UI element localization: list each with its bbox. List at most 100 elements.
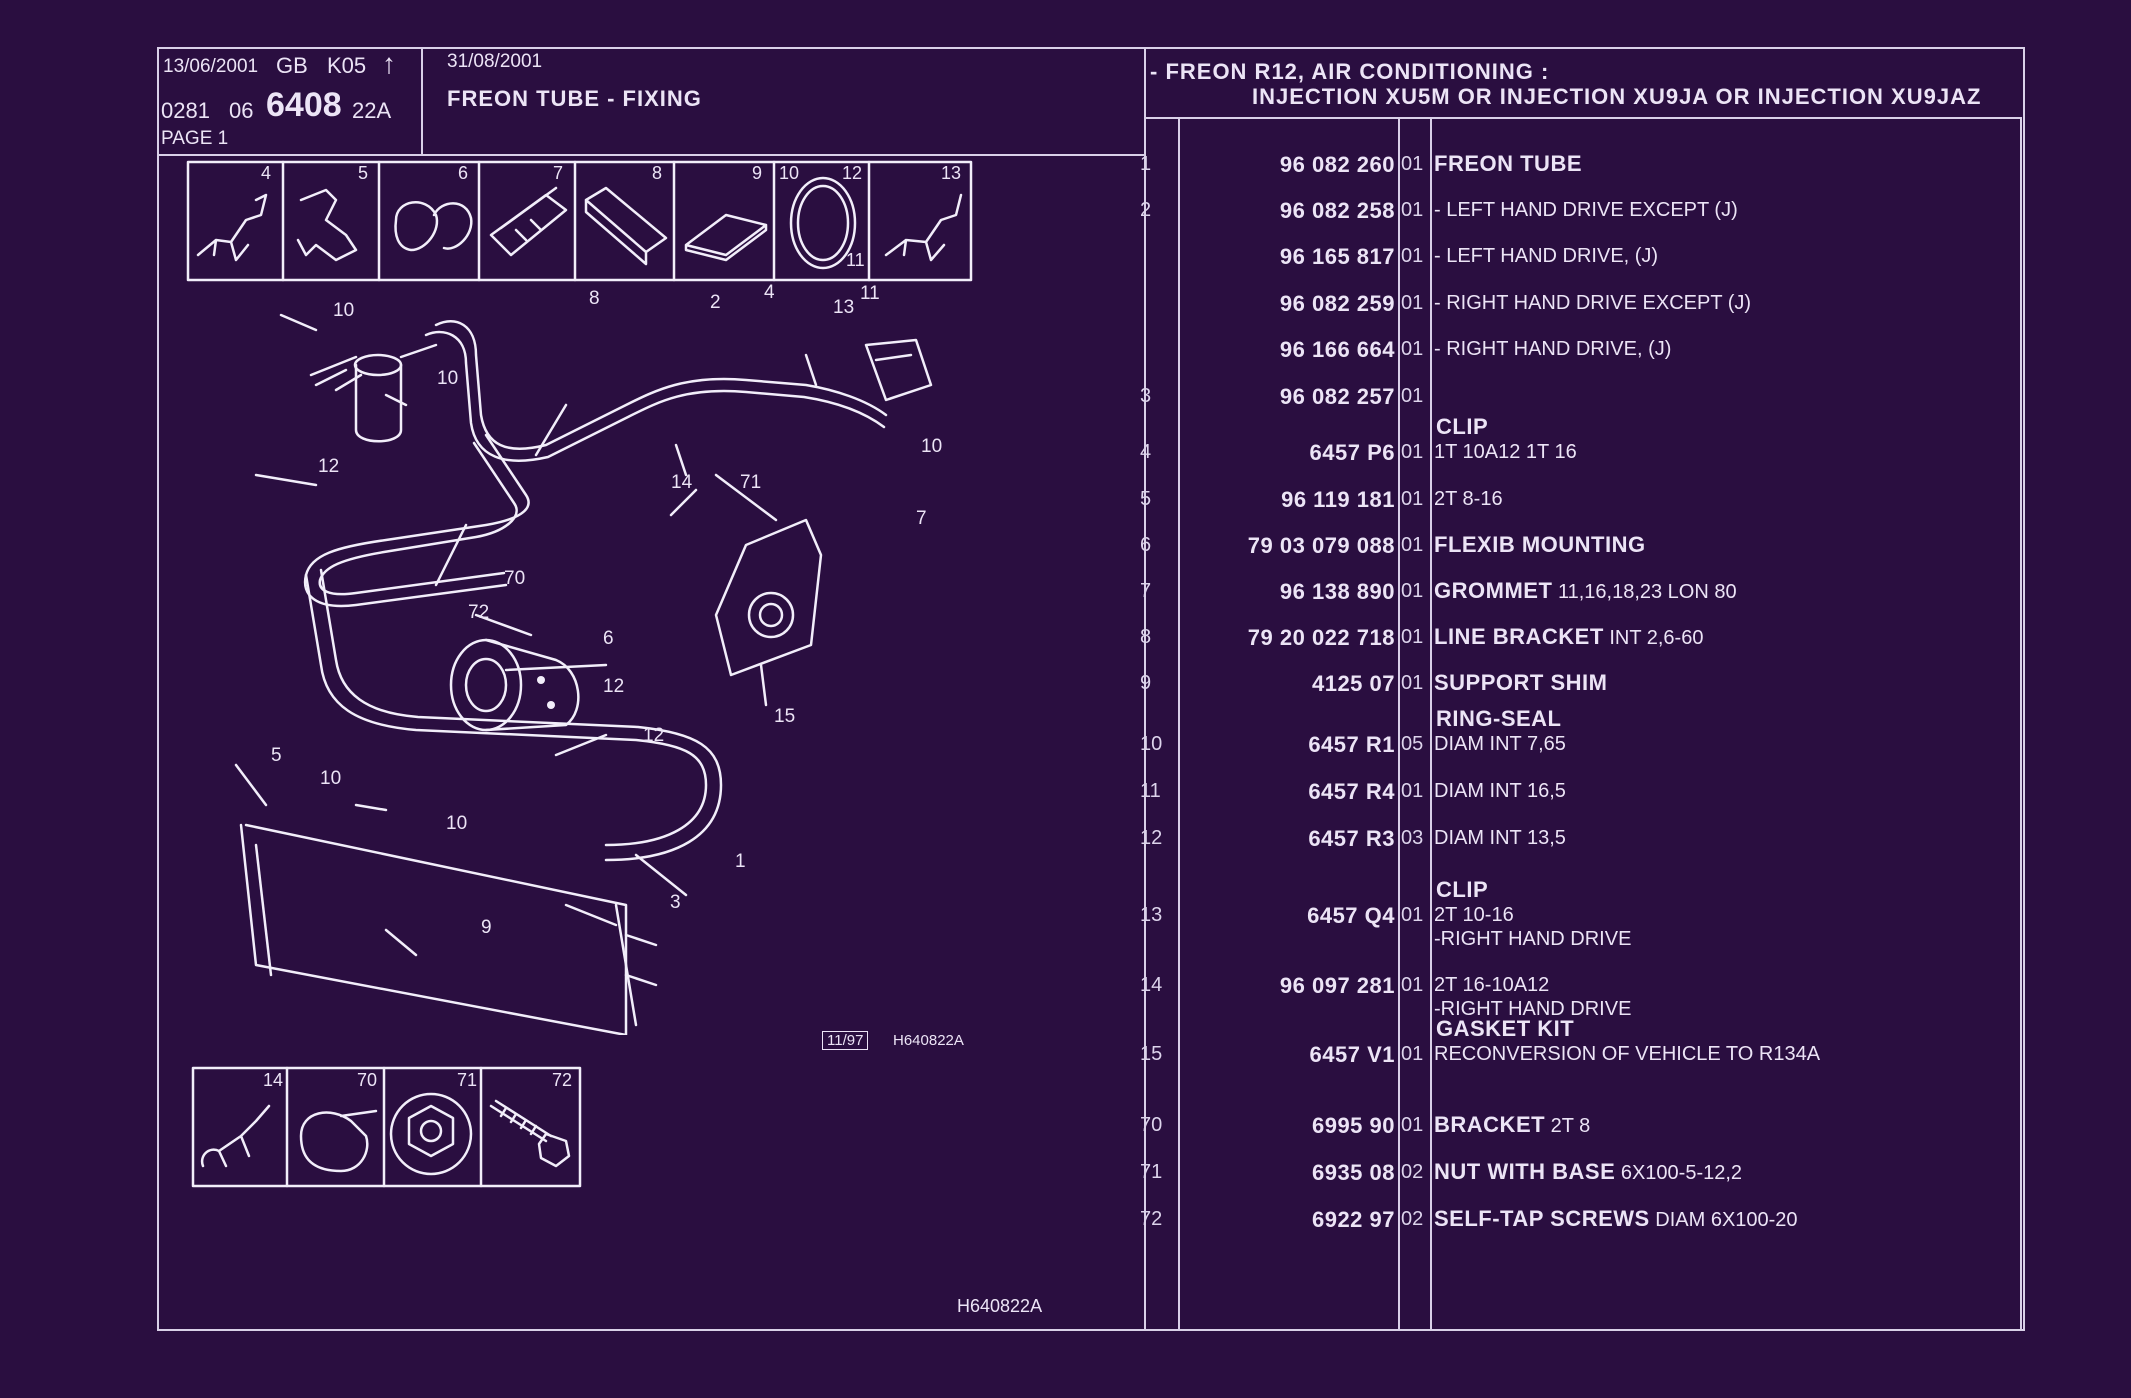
- header-page: PAGE 1: [161, 128, 229, 149]
- callout-12a: 12: [318, 456, 340, 477]
- part-reference: 4125 07: [1311, 671, 1395, 696]
- callout-8: 8: [589, 288, 600, 309]
- thumbnail-strip-top: [186, 160, 973, 282]
- part-quantity: 02: [1401, 1161, 1424, 1183]
- callout-1: 1: [735, 851, 746, 872]
- part-index: 11: [1140, 780, 1161, 802]
- callout-10a: 10: [333, 300, 355, 321]
- callout-10e: 10: [446, 813, 468, 834]
- part-detail: 6X100-5-12,2: [1615, 1162, 1743, 1184]
- thumb-label-11: 11: [846, 250, 865, 270]
- part-reference: 6935 08: [1311, 1160, 1395, 1185]
- page-title: FREON TUBE - FIXING: [447, 86, 702, 111]
- part-description: - LEFT HAND DRIVE, (J): [1434, 245, 1659, 267]
- part-quantity: 01: [1401, 580, 1424, 602]
- part-index: 70: [1140, 1114, 1163, 1136]
- part-name: FLEXIB MOUNTING: [1434, 532, 1646, 557]
- part-index: 15: [1140, 1043, 1163, 1065]
- part-reference: 6922 97: [1311, 1207, 1395, 1232]
- part-name: GASKET KIT: [1436, 1016, 1575, 1041]
- part-name: RING-SEAL: [1436, 706, 1562, 731]
- part-quantity: 01: [1401, 780, 1424, 802]
- part-description: DIAM INT 16,5: [1434, 780, 1566, 802]
- part-index: 9: [1140, 672, 1152, 694]
- callout-9: 9: [481, 917, 492, 938]
- thumb-label-13: 13: [941, 163, 962, 183]
- part-quantity: 01: [1401, 385, 1424, 407]
- part-quantity: 01: [1401, 626, 1424, 648]
- document-frame: [157, 47, 2025, 1331]
- part-index: 7: [1140, 580, 1152, 602]
- thumb-label-10: 10: [779, 163, 800, 183]
- part-quantity: 01: [1401, 488, 1424, 510]
- part-index: 14: [1140, 974, 1163, 996]
- part-quantity: 01: [1401, 904, 1424, 926]
- part-detail: INT 2,6-60: [1603, 627, 1704, 649]
- part-reference: 6457 V1: [1309, 1042, 1395, 1067]
- part-description: 1T 10A12 1T 16: [1434, 441, 1577, 463]
- part-quantity: 01: [1401, 1043, 1424, 1065]
- thumb-label-14: 14: [263, 1070, 284, 1090]
- divider-right-col: [2020, 117, 2022, 1331]
- exploded-diagram: [234, 313, 933, 1035]
- part-detail: 2T 8: [1545, 1115, 1591, 1137]
- thumb-label-8: 8: [652, 163, 663, 183]
- part-description: SUPPORT SHIM: [1434, 670, 1607, 696]
- part-reference: 96 119 181: [1281, 487, 1395, 512]
- callout-5: 5: [271, 745, 282, 766]
- part-name: CLIP: [1436, 414, 1489, 439]
- divider-ref-col: [1398, 117, 1400, 1331]
- part-reference: 6457 Q4: [1307, 903, 1395, 928]
- part-description: RECONVERSION OF VEHICLE TO R134A: [1434, 1043, 1821, 1065]
- part-description: - RIGHT HAND DRIVE EXCEPT (J): [1434, 292, 1752, 314]
- part-reference: 96 082 260: [1279, 152, 1395, 177]
- part-description: 2T 8-16: [1434, 488, 1503, 510]
- part-name: CLIP: [1436, 877, 1489, 902]
- part-index: 12: [1140, 827, 1163, 849]
- part-index: 71: [1140, 1161, 1163, 1183]
- part-reference: 79 03 079 088: [1247, 533, 1395, 558]
- part-detail: 11,16,18,23 LON 80: [1552, 581, 1737, 603]
- part-quantity: 01: [1401, 441, 1424, 463]
- divider-left-right: [1144, 47, 1146, 1331]
- callout-13: 13: [833, 297, 855, 318]
- callout-10c: 10: [921, 436, 943, 457]
- callout-70: 70: [504, 568, 526, 589]
- part-quantity: 01: [1401, 672, 1424, 694]
- part-description: NUT WITH BASE 6X100-5-12,2: [1434, 1159, 1742, 1185]
- part-reference: 96 165 817: [1279, 244, 1395, 269]
- callout-12c: 12: [643, 725, 665, 746]
- part-description: 2T 16-10A12: [1434, 974, 1550, 996]
- part-reference: 6995 90: [1311, 1113, 1395, 1138]
- part-description: LINE BRACKET INT 2,6-60: [1434, 624, 1703, 650]
- part-quantity: 01: [1401, 974, 1424, 996]
- callout-7: 7: [916, 508, 927, 529]
- part-reference: 6457 R3: [1308, 826, 1395, 851]
- divider-application-bottom: [1144, 117, 2022, 119]
- header-model: K05: [327, 53, 367, 78]
- callout-2: 2: [710, 292, 721, 313]
- part-description: 2T 10-16: [1434, 904, 1514, 926]
- part-reference: 96 138 890: [1279, 579, 1395, 604]
- part-reference: 6457 R1: [1308, 732, 1395, 757]
- header-date2: 31/08/2001: [447, 51, 543, 72]
- part-quantity: 01: [1401, 153, 1424, 175]
- part-quantity: 01: [1401, 199, 1424, 221]
- divider-header-bottom: [157, 154, 1145, 156]
- callout-71: 71: [740, 472, 762, 493]
- callout-72: 72: [468, 602, 490, 623]
- header-code-mid: 06: [229, 98, 254, 123]
- part-detail-line2: -RIGHT HAND DRIVE: [1434, 928, 1632, 950]
- part-index: 4: [1140, 441, 1152, 463]
- part-quantity: 05: [1401, 733, 1424, 755]
- part-index: 5: [1140, 488, 1152, 510]
- part-detail: DIAM 6X100-20: [1649, 1209, 1798, 1231]
- part-reference: 96 082 257: [1279, 384, 1395, 409]
- part-index: 6: [1140, 534, 1152, 556]
- part-description: BRACKET 2T 8: [1434, 1112, 1590, 1138]
- part-reference: 79 20 022 718: [1247, 625, 1395, 650]
- part-description: - LEFT HAND DRIVE EXCEPT (J): [1434, 199, 1738, 221]
- part-index: 1: [1140, 153, 1152, 175]
- part-index: 72: [1140, 1208, 1163, 1230]
- part-name: LINE BRACKET: [1434, 624, 1604, 649]
